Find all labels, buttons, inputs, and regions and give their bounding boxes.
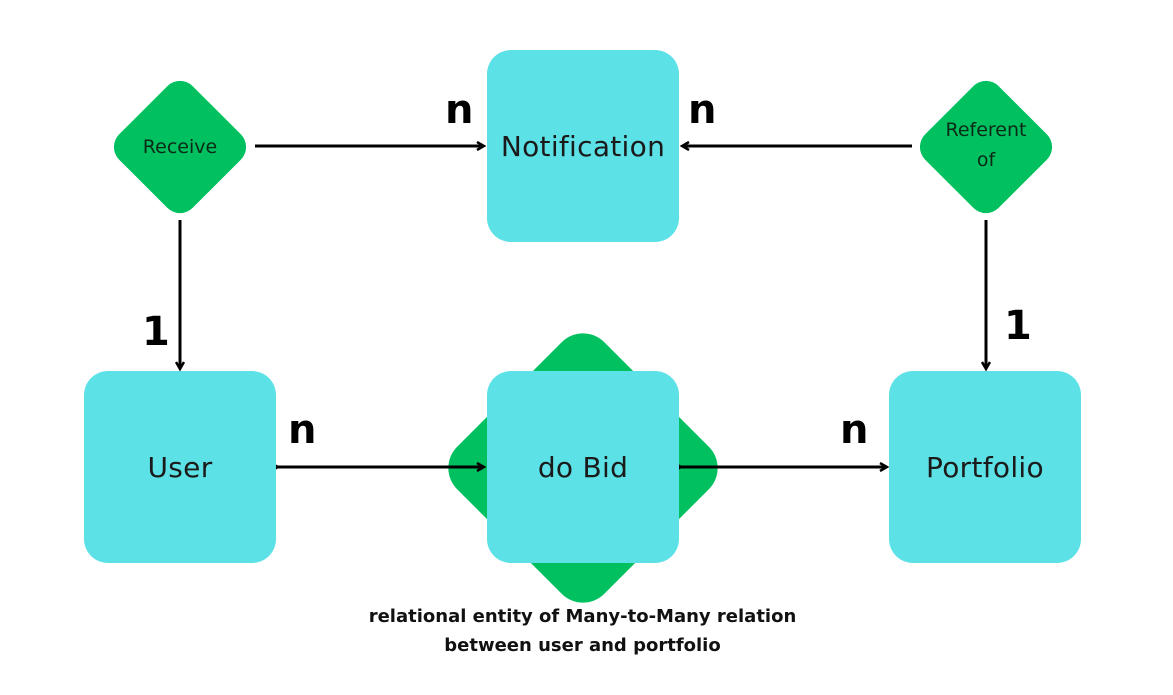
caption-line2: between user and portfolio: [444, 635, 721, 656]
referent-of-relationship: Referent of: [926, 115, 1046, 175]
do-bid-label: do Bid: [537, 450, 629, 484]
cardinality-receive-user: 1: [142, 309, 170, 355]
portfolio-entity: Portfolio: [889, 371, 1081, 563]
referent-of-label-line1: Referent: [945, 119, 1027, 141]
do-bid-entity: do Bid: [487, 371, 679, 563]
cardinality-user-bid: n: [288, 407, 317, 453]
notification-entity: Notification: [487, 50, 679, 242]
user-label: User: [147, 450, 213, 484]
cardinality-receive-notification: n: [445, 87, 474, 133]
diagram-caption: relational entity of Many-to-Many relati…: [280, 602, 885, 660]
caption-line1: relational entity of Many-to-Many relati…: [368, 606, 797, 627]
receive-label: Receive: [142, 136, 218, 158]
cardinality-referent-portfolio: 1: [1004, 303, 1032, 349]
receive-diamond: [113, 80, 247, 214]
receive-relationship: Receive: [120, 132, 240, 162]
referent-of-diamond: [919, 80, 1053, 214]
referent-of-label-line2: of: [976, 149, 996, 171]
notification-label: Notification: [500, 129, 666, 163]
user-entity: User: [84, 371, 276, 563]
portfolio-label: Portfolio: [926, 450, 1044, 484]
cardinality-referent-notification: n: [688, 87, 717, 133]
cardinality-bid-portfolio: n: [840, 407, 869, 453]
